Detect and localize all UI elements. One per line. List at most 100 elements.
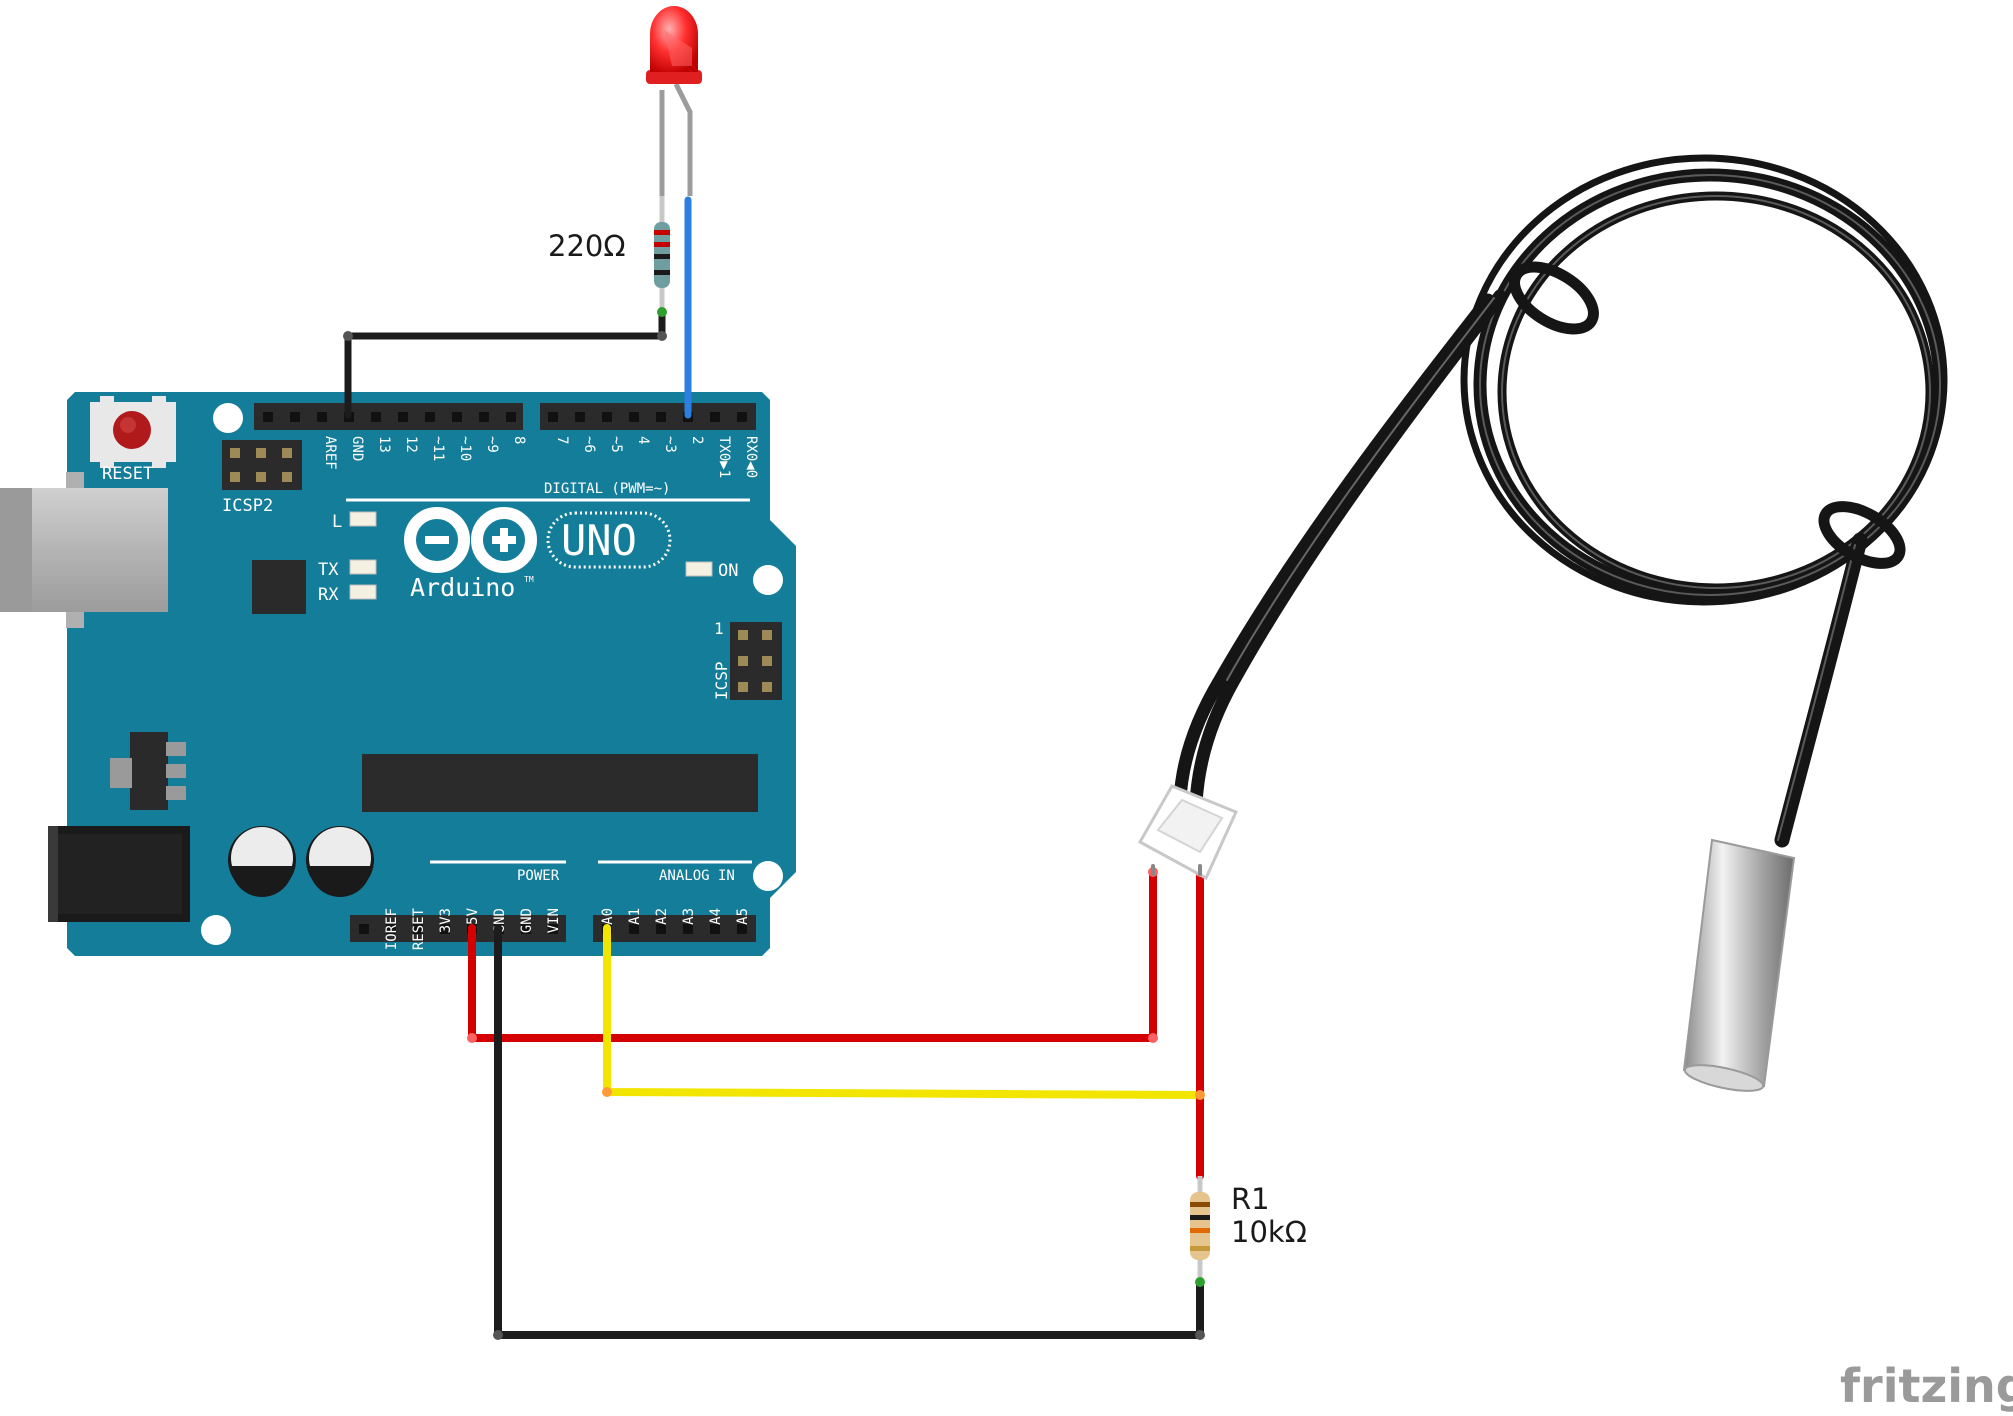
header-pin	[413, 924, 423, 934]
pin-label: A5	[735, 908, 751, 925]
pin-label: AREF	[322, 436, 338, 470]
power-jack	[48, 826, 190, 922]
led-l	[349, 511, 377, 527]
pin-label: A1	[627, 908, 643, 925]
pin-label: A2	[654, 908, 670, 925]
led-rx	[349, 584, 377, 600]
uno-label: UNO	[561, 516, 637, 565]
arduino-uno-board: RESET ICSP2	[0, 392, 796, 956]
header-pin	[317, 412, 327, 422]
led-tx	[349, 559, 377, 575]
header-pin	[359, 924, 369, 934]
reset-button[interactable]	[90, 396, 176, 468]
header-pin	[452, 412, 462, 422]
icsp-header	[730, 622, 782, 700]
resistor-r1-value: 10kΩ	[1231, 1215, 1307, 1249]
arduino-logo	[404, 507, 537, 573]
header-pin	[602, 412, 612, 422]
pin-label: ~9	[484, 436, 500, 453]
pin-label: ~5	[608, 436, 624, 453]
header-pin	[737, 924, 747, 934]
wire-5v-red	[468, 868, 1157, 1042]
header-pin	[290, 412, 300, 422]
pin-label: ~6	[581, 436, 597, 453]
analog-header	[593, 915, 756, 942]
mounting-hole	[753, 861, 783, 891]
resistor-220	[654, 196, 670, 317]
pin-label: 2	[689, 436, 705, 444]
arduino-wordmark: Arduino	[410, 573, 515, 602]
header-pin	[710, 924, 720, 934]
pin-label: 3V3	[438, 908, 454, 933]
resistor-220-label: 220Ω	[548, 229, 626, 263]
pin-label: A3	[681, 908, 697, 925]
header-pin	[440, 924, 450, 934]
wire-gnd-black	[494, 924, 1204, 1339]
header-pin	[737, 412, 747, 422]
led-rx-label: RX	[318, 585, 339, 605]
header-pin	[656, 412, 666, 422]
pin-label: GND	[349, 436, 365, 461]
board-pcb	[67, 392, 796, 956]
analog-in-label: ANALOG IN	[659, 868, 735, 884]
icsp-pin1-label: 1	[714, 619, 724, 638]
header-pin	[656, 924, 666, 934]
pin-label: RESET	[411, 907, 427, 950]
header-pin	[398, 412, 408, 422]
pin-label: ~3	[662, 436, 678, 453]
pin-label: RX0◀0	[743, 436, 759, 478]
pin-label: 4	[635, 436, 651, 444]
pin-label: A4	[708, 908, 724, 925]
power-label: POWER	[517, 868, 560, 884]
mounting-hole	[213, 403, 243, 433]
header-pin	[629, 924, 639, 934]
atmega-chip	[362, 754, 758, 812]
led-on	[685, 561, 713, 577]
pin-label: 12	[403, 436, 419, 453]
temperature-probe	[1137, 154, 1948, 1092]
header-pin	[629, 412, 639, 422]
digital-label: DIGITAL (PWM=~)	[544, 481, 670, 497]
header-pin	[479, 412, 489, 422]
pin-label: ~10	[457, 436, 473, 461]
capacitor	[306, 826, 374, 897]
header-pin	[425, 412, 435, 422]
icsp-label: ICSP	[712, 661, 731, 700]
pin-label: VIN	[546, 908, 562, 933]
header-pin	[386, 924, 396, 934]
header-pin	[683, 924, 693, 934]
resistor-r1-name: R1	[1231, 1182, 1270, 1216]
pin-label: ~11	[430, 436, 446, 461]
header-pin	[710, 412, 720, 422]
pin-label: IOREF	[384, 908, 400, 950]
pin-label: 5V	[465, 907, 481, 924]
red-led	[646, 6, 702, 196]
digital-header-right	[540, 403, 756, 430]
led-l-label: L	[332, 512, 342, 532]
voltage-regulator	[110, 732, 186, 810]
usb-connector	[0, 472, 168, 628]
small-chip	[252, 560, 306, 614]
pin-label: GND	[519, 908, 535, 933]
header-pin	[521, 924, 531, 934]
pin-label: TX0▶1	[716, 436, 732, 478]
wire-led-gnd	[344, 308, 666, 419]
pin-label: A0	[600, 908, 616, 925]
pin-label: 8	[511, 436, 527, 444]
mounting-hole	[753, 565, 783, 595]
fritzing-logo: fritzing	[1840, 1359, 2013, 1413]
header-pin	[548, 412, 558, 422]
led-on-label: ON	[718, 561, 738, 581]
header-pin	[575, 412, 585, 422]
capacitor	[228, 826, 296, 897]
led-tx-label: TX	[318, 560, 339, 580]
resistor-10k	[1190, 1176, 1210, 1287]
header-pin	[263, 412, 273, 422]
reset-label: RESET	[102, 464, 153, 484]
header-pin	[506, 412, 516, 422]
uno-badge	[546, 511, 672, 569]
mounting-hole	[201, 915, 231, 945]
icsp2-label: ICSP2	[222, 496, 273, 516]
pin-label: 7	[554, 436, 570, 444]
